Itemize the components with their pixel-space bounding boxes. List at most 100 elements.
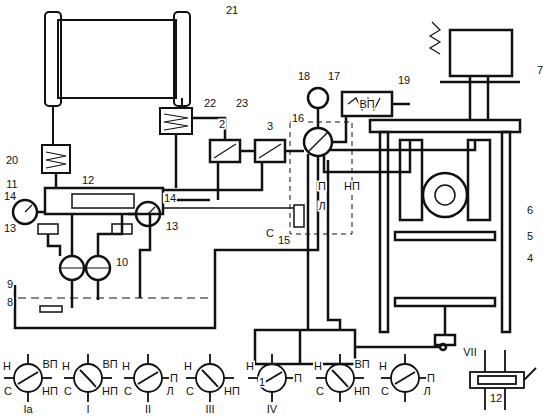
callout-label: 1 <box>258 377 266 388</box>
schematic-stroke <box>332 116 346 142</box>
schematic-stroke <box>71 280 74 308</box>
schematic-stroke <box>392 103 410 106</box>
callout-label: 20 <box>5 155 19 166</box>
schematic-stroke <box>342 92 392 116</box>
schematic-stroke <box>487 76 490 120</box>
schematic-stroke <box>308 88 328 108</box>
callout-label: 14 <box>163 193 177 204</box>
valve-stroke <box>271 392 273 402</box>
schematic-stroke <box>395 232 495 240</box>
valve-stroke <box>80 370 96 387</box>
schematic-stroke <box>45 12 61 106</box>
schematic-stroke <box>98 214 122 256</box>
schematic-stroke <box>71 214 74 256</box>
callout-label: 18 <box>297 71 311 82</box>
valve-stroke <box>102 377 112 379</box>
cylinder <box>255 330 446 364</box>
callout-label: 6 <box>526 205 534 216</box>
schematic-stroke <box>285 150 304 153</box>
callout-label: I <box>85 404 90 415</box>
schematic-stroke <box>217 162 220 200</box>
callout-label: Н <box>183 361 193 372</box>
valve-stroke <box>147 354 149 364</box>
callout-label: Iа <box>22 404 33 415</box>
schematic-stroke <box>380 132 388 332</box>
callout-label: 10 <box>115 257 129 268</box>
valve-stroke <box>14 364 42 392</box>
schematic-stroke <box>255 140 285 162</box>
schematic-stroke <box>324 140 410 172</box>
callout-label: НП <box>101 386 119 397</box>
callout-label: ВП <box>101 359 118 370</box>
valve-stroke <box>134 364 162 392</box>
valve-stroke <box>504 388 506 410</box>
schematic-stroke <box>60 267 110 268</box>
schematic-stroke <box>370 120 520 132</box>
schematic-stroke <box>469 76 472 120</box>
valve-stroke <box>326 364 354 392</box>
callout-label: Н <box>378 361 388 372</box>
callout-label: 12 <box>489 393 503 404</box>
valve-stroke <box>27 354 29 364</box>
distributor <box>215 88 475 330</box>
spring-units <box>42 98 192 173</box>
callout-label: П <box>317 181 327 192</box>
callout-label: Л <box>422 386 431 397</box>
callout-label: III <box>204 404 215 415</box>
callout-label: 12 <box>81 175 95 186</box>
callout-label: 14 <box>3 191 17 202</box>
schematic-stroke <box>502 132 510 332</box>
callout-label: Н <box>121 361 131 372</box>
callout-label: 11 <box>5 179 18 190</box>
schematic-stroke <box>40 306 62 312</box>
schematic-stroke <box>317 108 320 128</box>
schematic-stroke <box>355 346 440 349</box>
callout-label: 2 <box>218 119 226 130</box>
valve-stroke <box>74 364 102 392</box>
schematic-stroke <box>18 298 212 299</box>
valve-stroke <box>224 377 234 379</box>
callout-label: Н <box>61 361 71 372</box>
valve-stroke <box>524 368 536 380</box>
valve-stroke <box>42 377 52 379</box>
schematic-stroke <box>440 344 446 350</box>
callout-label: С <box>265 228 275 239</box>
schematic-stroke <box>42 145 70 173</box>
callout-label: 16 <box>291 113 305 124</box>
valve-stroke <box>147 392 149 402</box>
schematic-stroke <box>48 234 60 256</box>
schematic-stroke <box>299 330 302 364</box>
callout-label: 23 <box>235 98 249 109</box>
valve-stroke <box>87 392 89 402</box>
press <box>370 22 520 345</box>
schematic-stroke <box>330 140 475 150</box>
schematic-stroke <box>72 194 134 208</box>
valve-stroke <box>138 372 158 384</box>
valve-stroke <box>339 354 341 364</box>
callout-label: 8 <box>6 297 14 308</box>
valve-stroke <box>248 377 258 379</box>
schematic-stroke <box>175 134 178 188</box>
valve-stroke <box>404 354 406 364</box>
schematic-stroke <box>140 214 150 298</box>
valve-stroke <box>395 372 415 384</box>
valve-stroke <box>484 388 486 410</box>
schematic-stroke <box>450 30 512 76</box>
schematic-stroke <box>148 207 155 214</box>
pump-and-tank <box>15 214 215 328</box>
schematic-stroke <box>38 224 58 234</box>
schematic-stroke <box>15 285 215 328</box>
schematic-stroke <box>25 205 32 212</box>
valve-stroke <box>209 392 211 402</box>
valve-stroke <box>478 376 516 384</box>
schematic-stroke <box>423 173 467 217</box>
callout-label: С <box>185 386 195 397</box>
valve-stroke <box>186 377 196 379</box>
callout-label: 15 <box>277 235 291 246</box>
callout-label: Н <box>2 361 12 372</box>
valve-stroke <box>391 364 419 392</box>
valve-stroke <box>64 377 74 379</box>
callout-label: 7 <box>536 65 544 76</box>
callout-label: IV <box>266 404 278 415</box>
